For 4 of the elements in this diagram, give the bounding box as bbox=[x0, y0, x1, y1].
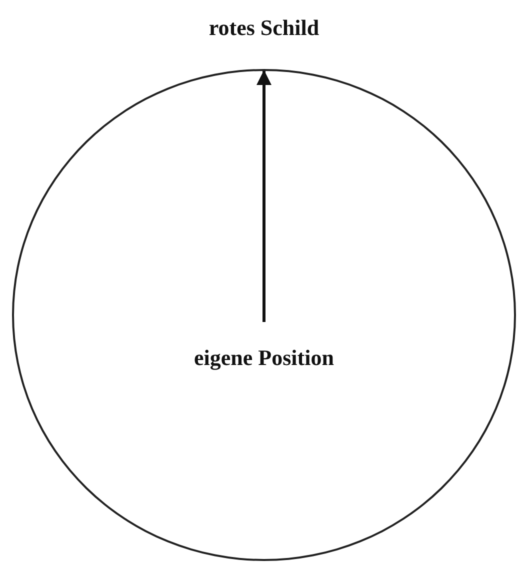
arrow bbox=[256, 70, 272, 322]
text-label: eigene Position bbox=[184, 343, 344, 373]
circle-outline bbox=[12, 69, 516, 561]
text-label: rotes Schild bbox=[198, 14, 330, 42]
